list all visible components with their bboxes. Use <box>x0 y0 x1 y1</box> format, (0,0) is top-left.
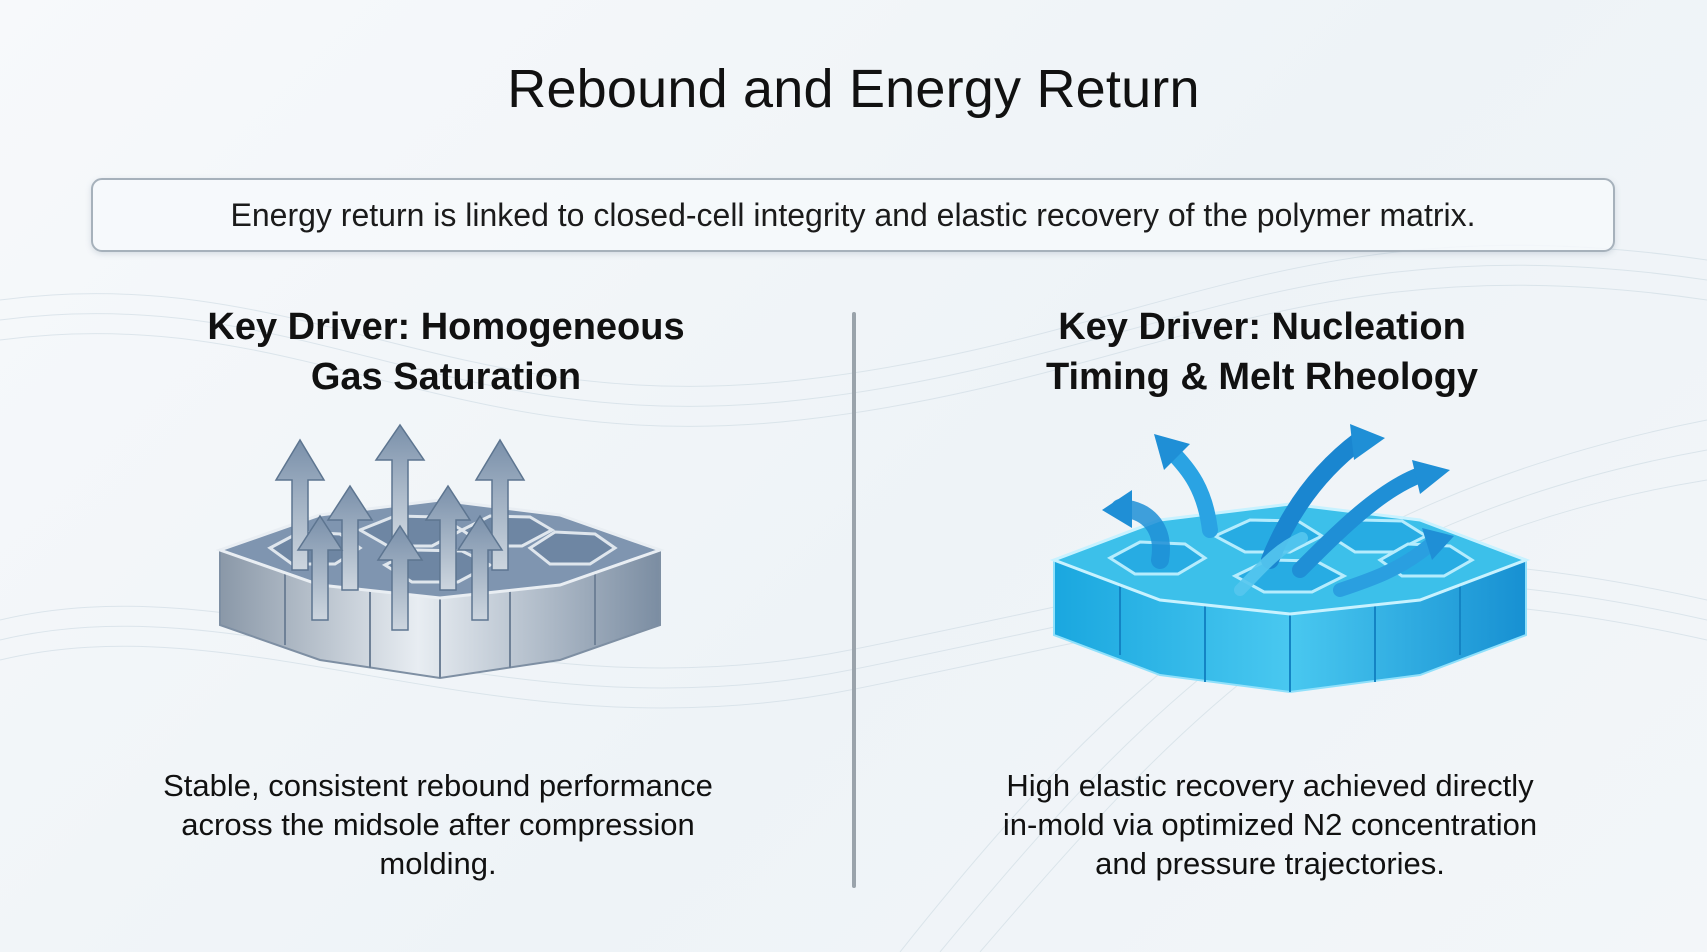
honeycomb-uniform-arrows-icon <box>215 423 665 680</box>
left-heading-line1: Key Driver: Homogeneous <box>207 306 685 348</box>
left-description-line3: molding. <box>379 846 497 881</box>
right-heading-line1: Key Driver: Nucleation <box>1058 306 1466 348</box>
upward-arrows <box>274 423 526 631</box>
left-description-line1: Stable, consistent rebound performance <box>163 768 713 803</box>
page-title: Rebound and Energy Return <box>507 59 1200 119</box>
right-description-line2: in-mold via optimized N2 concentration <box>1002 807 1538 842</box>
flow-arrowheads <box>1102 424 1454 560</box>
summary-box: Energy return is linked to closed-cell i… <box>91 178 1615 252</box>
column-divider <box>852 312 856 888</box>
honeycomb-dynamic-flow-icon <box>1049 424 1531 694</box>
left-heading: Key Driver: Homogeneous Gas Saturation <box>96 302 796 402</box>
right-description-line3: and pressure trajectories. <box>1095 846 1445 881</box>
left-heading-line2: Gas Saturation <box>310 356 582 398</box>
left-description-line2: across the midsole after compression <box>181 807 695 842</box>
right-description-line1: High elastic recovery achieved directly <box>1006 768 1534 803</box>
right-description: High elastic recovery achieved directly … <box>920 766 1620 883</box>
summary-text: Energy return is linked to closed-cell i… <box>230 196 1476 233</box>
right-heading: Key Driver: Nucleation Timing & Melt Rhe… <box>912 302 1612 402</box>
left-description: Stable, consistent rebound performance a… <box>88 766 788 883</box>
right-heading-line2: Timing & Melt Rheology <box>1045 356 1479 398</box>
